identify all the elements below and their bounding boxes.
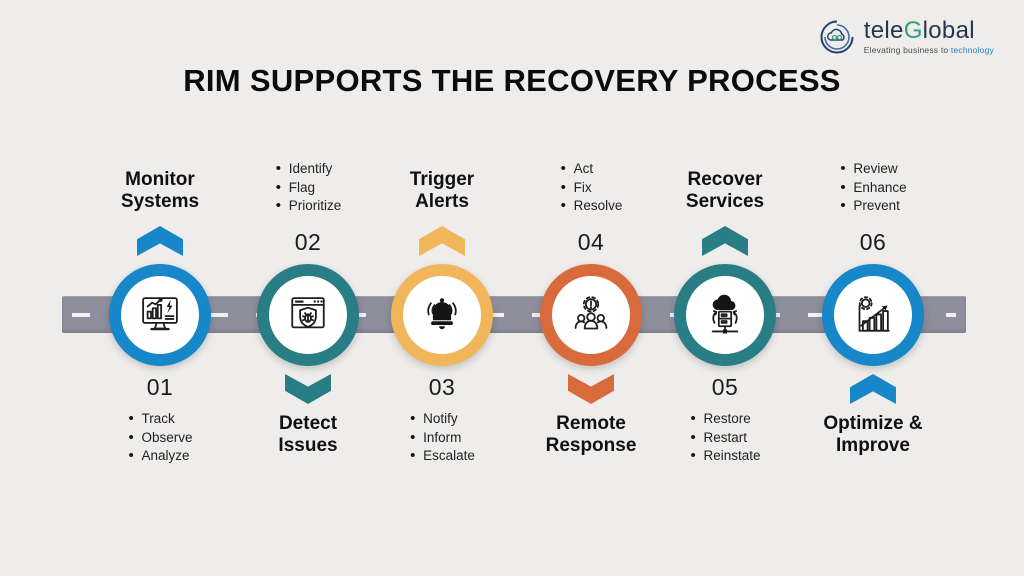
step-title: Remote Response	[545, 413, 637, 457]
bullet-item: Identify	[275, 159, 342, 179]
step-2-detect-issues: Identify Flag Prioritize 02	[230, 142, 386, 457]
step-1-monitor-systems: Monitor Systems 01 Track	[82, 142, 238, 467]
bullet-item: Review	[839, 159, 906, 179]
step-number: 04	[577, 229, 605, 255]
bullet-item: Restore	[689, 409, 760, 429]
step-number: 02	[294, 229, 322, 255]
step-number: 01	[146, 374, 174, 400]
step-title: Trigger Alerts	[409, 168, 475, 212]
bullet-item: Fix	[560, 178, 623, 198]
browser-shield-bug-icon	[291, 297, 325, 329]
step-number: 03	[428, 374, 456, 400]
bullet-item: Enhance	[839, 178, 906, 198]
step-title: Optimize & Improve	[823, 413, 923, 457]
bullet-item: Prioritize	[275, 196, 342, 216]
step-bullets: Notify Inform Escalate	[409, 409, 475, 467]
step-title: Monitor Systems	[120, 168, 200, 212]
chevron-up-icon	[702, 226, 748, 256]
timeline-road	[62, 296, 966, 333]
step-circle	[822, 264, 924, 366]
step-5-recover-services: Recover Services 05	[647, 142, 803, 467]
teleglobal-logo-icon	[820, 20, 854, 54]
chevron-down-icon	[285, 374, 331, 404]
monitor-analytics-icon	[142, 297, 178, 331]
brand-tagline: Elevating business to technology	[863, 45, 994, 56]
bullet-item: Restart	[689, 428, 760, 448]
alert-bell-icon	[427, 298, 457, 330]
cloud-restore-server-icon	[711, 294, 739, 334]
page-title: RIM SUPPORTS THE RECOVERY PROCESS	[183, 63, 841, 98]
bullet-item: Prevent	[839, 196, 906, 216]
bullet-item: Inform	[409, 428, 475, 448]
team-alert-gear-icon	[574, 296, 608, 330]
step-bullets: Review Enhance Prevent	[839, 159, 906, 217]
step-number: 06	[859, 229, 887, 255]
step-circle	[674, 264, 776, 366]
step-number: 05	[711, 374, 739, 400]
step-6-optimize-improve: Review Enhance Prevent 06 Opti	[795, 142, 951, 457]
bullet-item: Track	[127, 409, 192, 429]
chevron-up-icon	[849, 374, 896, 404]
step-circle	[391, 264, 493, 366]
chevron-up-icon	[136, 226, 183, 256]
brand-wordmark: teleGlobal	[863, 17, 975, 45]
growth-chart-gear-icon	[858, 296, 890, 332]
teleglobal-logo: teleGlobal Elevating business to technol…	[818, 18, 994, 56]
step-title: Detect Issues	[278, 413, 338, 457]
step-bullets: Restore Restart Reinstate	[689, 409, 760, 467]
bullet-item: Reinstate	[689, 446, 760, 466]
bullet-item: Notify	[409, 409, 475, 429]
step-circle	[540, 264, 642, 366]
road-center-dashes	[72, 312, 956, 317]
step-bullets: Track Observe Analyze	[127, 409, 192, 467]
step-bullets: Act Fix Resolve	[560, 159, 623, 217]
bullet-item: Flag	[275, 178, 342, 198]
step-4-remote-response: Act Fix Resolve 04 Re	[513, 142, 669, 457]
bullet-item: Act	[560, 159, 623, 179]
step-3-trigger-alerts: Trigger Alerts 03 Notify Inform Esc	[364, 142, 520, 467]
bullet-item: Analyze	[127, 446, 192, 466]
step-bullets: Identify Flag Prioritize	[275, 159, 342, 217]
step-title: Recover Services	[685, 168, 765, 212]
bullet-item: Escalate	[409, 446, 475, 466]
chevron-down-icon	[568, 374, 614, 404]
step-circle	[109, 264, 211, 366]
step-circle	[257, 264, 359, 366]
bullet-item: Resolve	[560, 196, 623, 216]
bullet-item: Observe	[127, 428, 192, 448]
chevron-up-icon	[419, 226, 465, 256]
